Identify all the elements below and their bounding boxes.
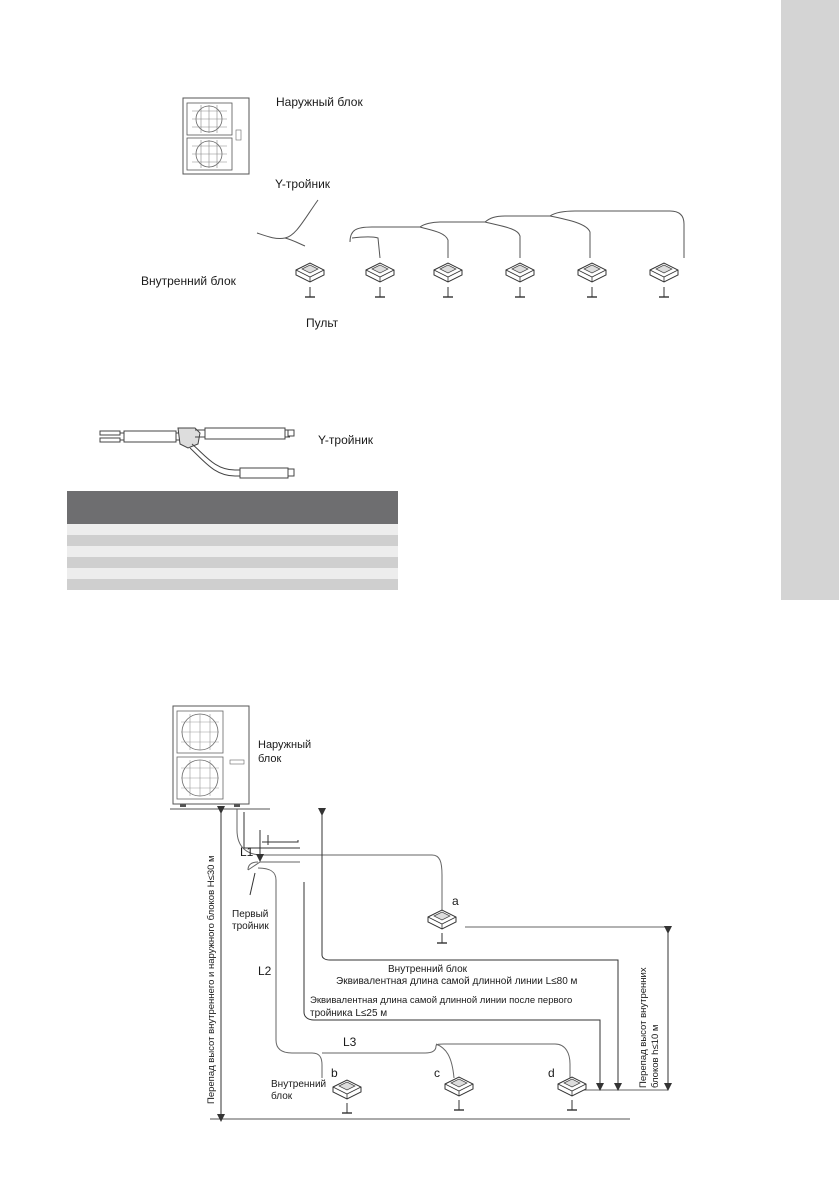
height-diff-indoor-label-b: блоков h≤10 м [650, 1025, 661, 1088]
side-tab [781, 0, 839, 600]
unit-b-label: b [331, 1066, 338, 1080]
spec-table [67, 491, 398, 592]
l2-label: L2 [258, 964, 272, 978]
pipe-network-2 [236, 809, 668, 1091]
indoor-unit-a-label: Внутренний блок [388, 963, 468, 975]
first-branch-label-a: Первый [232, 909, 268, 920]
indoor-unit-b-label-a: Внутренний [271, 1079, 326, 1090]
indoor-unit-b-label-b: блок [271, 1090, 293, 1102]
unit-a-label: a [452, 894, 459, 908]
l3-label: L3 [343, 1035, 357, 1049]
first-branch-label-b: тройник [232, 921, 269, 932]
height-diff-outdoor-indoor-label: Перепад высот внутреннего и наружного бл… [206, 855, 217, 1104]
outdoor-unit-label-2a: Наружный [258, 739, 311, 751]
unit-c-label: c [434, 1066, 440, 1080]
l1-label: L1 [240, 845, 254, 859]
indoor-units-row-1 [295, 262, 679, 298]
spec-table-row [67, 535, 398, 546]
spec-table-row [67, 579, 398, 590]
outdoor-unit-label-2b: блок [258, 753, 281, 765]
dimension-lines-2 [217, 806, 672, 1122]
outdoor-unit-label-1: Наружный блок [276, 95, 363, 109]
y-branch-label-1: Y-тройник [275, 177, 331, 191]
y-branch-figure [99, 427, 295, 479]
pipe-network-1 [256, 199, 685, 259]
outdoor-unit-1 [182, 97, 250, 175]
equiv-length-after-first-label-a: Эквивалентная длина самой длинной линии … [310, 995, 572, 1006]
indoor-unit-label-1: Внутренний блок [141, 274, 237, 288]
y-branch-label-2: Y-тройник [318, 433, 374, 447]
spec-table-header [67, 491, 398, 524]
spec-table-row [67, 524, 398, 535]
spec-table-row [67, 557, 398, 568]
height-diff-indoor-label-a: Перепад высот внутренних [638, 967, 649, 1088]
remote-label: Пульт [306, 316, 339, 330]
equiv-length-longest-label: Эквивалентная длина самой длинной линии … [336, 976, 578, 987]
spec-table-row [67, 546, 398, 557]
spec-table-row [67, 568, 398, 579]
outdoor-unit-2 [172, 705, 250, 807]
unit-d-label: d [548, 1066, 555, 1080]
equiv-length-after-first-label-b: тройника L≤25 м [310, 1008, 387, 1019]
